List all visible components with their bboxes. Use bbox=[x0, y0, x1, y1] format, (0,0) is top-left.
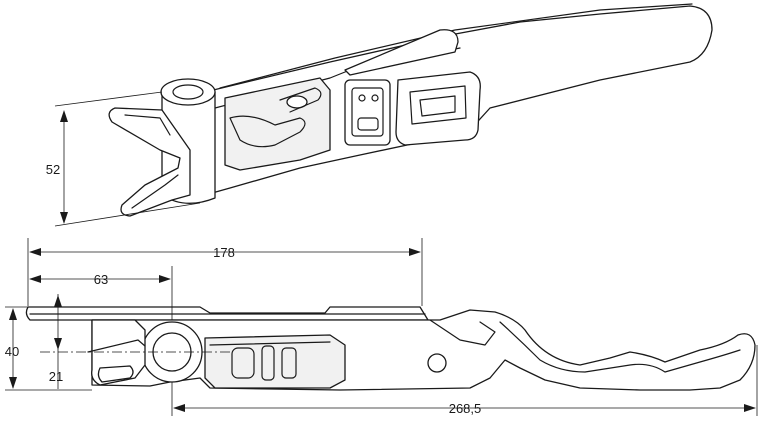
side-mechanism-slot-1 bbox=[231, 347, 255, 379]
iso-foot-slot bbox=[124, 114, 171, 136]
iso-dim-52-arrow-bottom bbox=[60, 212, 68, 224]
dim-label-40: 40 bbox=[5, 344, 19, 359]
side-mechanism-slot-3 bbox=[281, 347, 297, 379]
side-dim-21-arrow-top bbox=[54, 295, 62, 307]
side-mechanism-slot-2 bbox=[261, 345, 275, 381]
iso-dim-52-arrow-top bbox=[60, 110, 68, 122]
iso-latch-arm bbox=[279, 87, 322, 113]
side-dim-63-arrow-right bbox=[159, 275, 171, 283]
iso-pivot-top bbox=[160, 78, 216, 106]
iso-switch-block bbox=[344, 79, 391, 146]
side-view: 178 63 40 21 268,5 bbox=[5, 238, 758, 416]
iso-hook-lever bbox=[229, 115, 306, 148]
iso-dim-52-extension-bottom bbox=[54, 202, 201, 227]
side-dim-63-arrow-left bbox=[29, 275, 41, 283]
side-release-button bbox=[427, 353, 447, 373]
side-dim-40-arrow-bottom bbox=[9, 377, 17, 389]
side-dim-178-arrow-left bbox=[29, 248, 41, 256]
side-foot-slot bbox=[97, 365, 134, 383]
iso-lock-button bbox=[395, 71, 481, 146]
iso-switch-key bbox=[357, 117, 379, 131]
side-dim-268-arrow-right bbox=[744, 404, 756, 412]
iso-lock-button-inner bbox=[409, 85, 467, 125]
iso-foot-slot-lower bbox=[131, 174, 179, 209]
isometric-view: 52 bbox=[46, 3, 713, 227]
iso-handle-cover bbox=[344, 29, 459, 76]
side-dim-268-arrow-left bbox=[173, 404, 185, 412]
iso-switch-hole-2 bbox=[371, 94, 379, 102]
iso-handle-top-edge bbox=[219, 3, 693, 89]
side-pivot-arm bbox=[87, 339, 146, 353]
side-handle-grip-top bbox=[499, 321, 741, 373]
side-dim-178-arrow-right bbox=[409, 248, 421, 256]
side-handle-bend bbox=[429, 319, 496, 346]
side-mechanism-edge bbox=[209, 341, 331, 346]
dim-label-268-5: 268,5 bbox=[449, 401, 482, 416]
iso-pivot-bore bbox=[172, 84, 204, 100]
side-dim-40-arrow-top bbox=[9, 308, 17, 320]
dim-label-63: 63 bbox=[94, 272, 108, 287]
dim-label-52: 52 bbox=[46, 162, 60, 177]
side-dim-21-arrow-bottom bbox=[54, 338, 62, 350]
iso-switch-inner bbox=[351, 87, 384, 137]
iso-lock-button-notch bbox=[419, 95, 456, 117]
iso-dim-52-extension-top bbox=[54, 91, 163, 107]
dim-label-21: 21 bbox=[49, 369, 63, 384]
dim-label-178: 178 bbox=[213, 245, 235, 260]
iso-small-pin bbox=[286, 95, 308, 109]
iso-switch-hole-1 bbox=[358, 94, 366, 102]
